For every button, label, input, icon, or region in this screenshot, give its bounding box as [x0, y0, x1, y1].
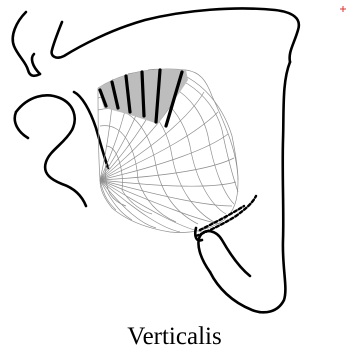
upper-lip-outline — [13, 12, 40, 76]
palate-outline — [52, 8, 299, 62]
verticalis-highlight — [98, 69, 188, 126]
figure-caption: Verticalis — [0, 322, 349, 352]
upper-lip-tip-outline — [32, 54, 40, 74]
lower-lip-front-outline — [15, 112, 28, 138]
corner-marker — [340, 6, 346, 12]
lower-lip-outline — [16, 95, 86, 206]
epiglottis-outline — [198, 231, 250, 276]
